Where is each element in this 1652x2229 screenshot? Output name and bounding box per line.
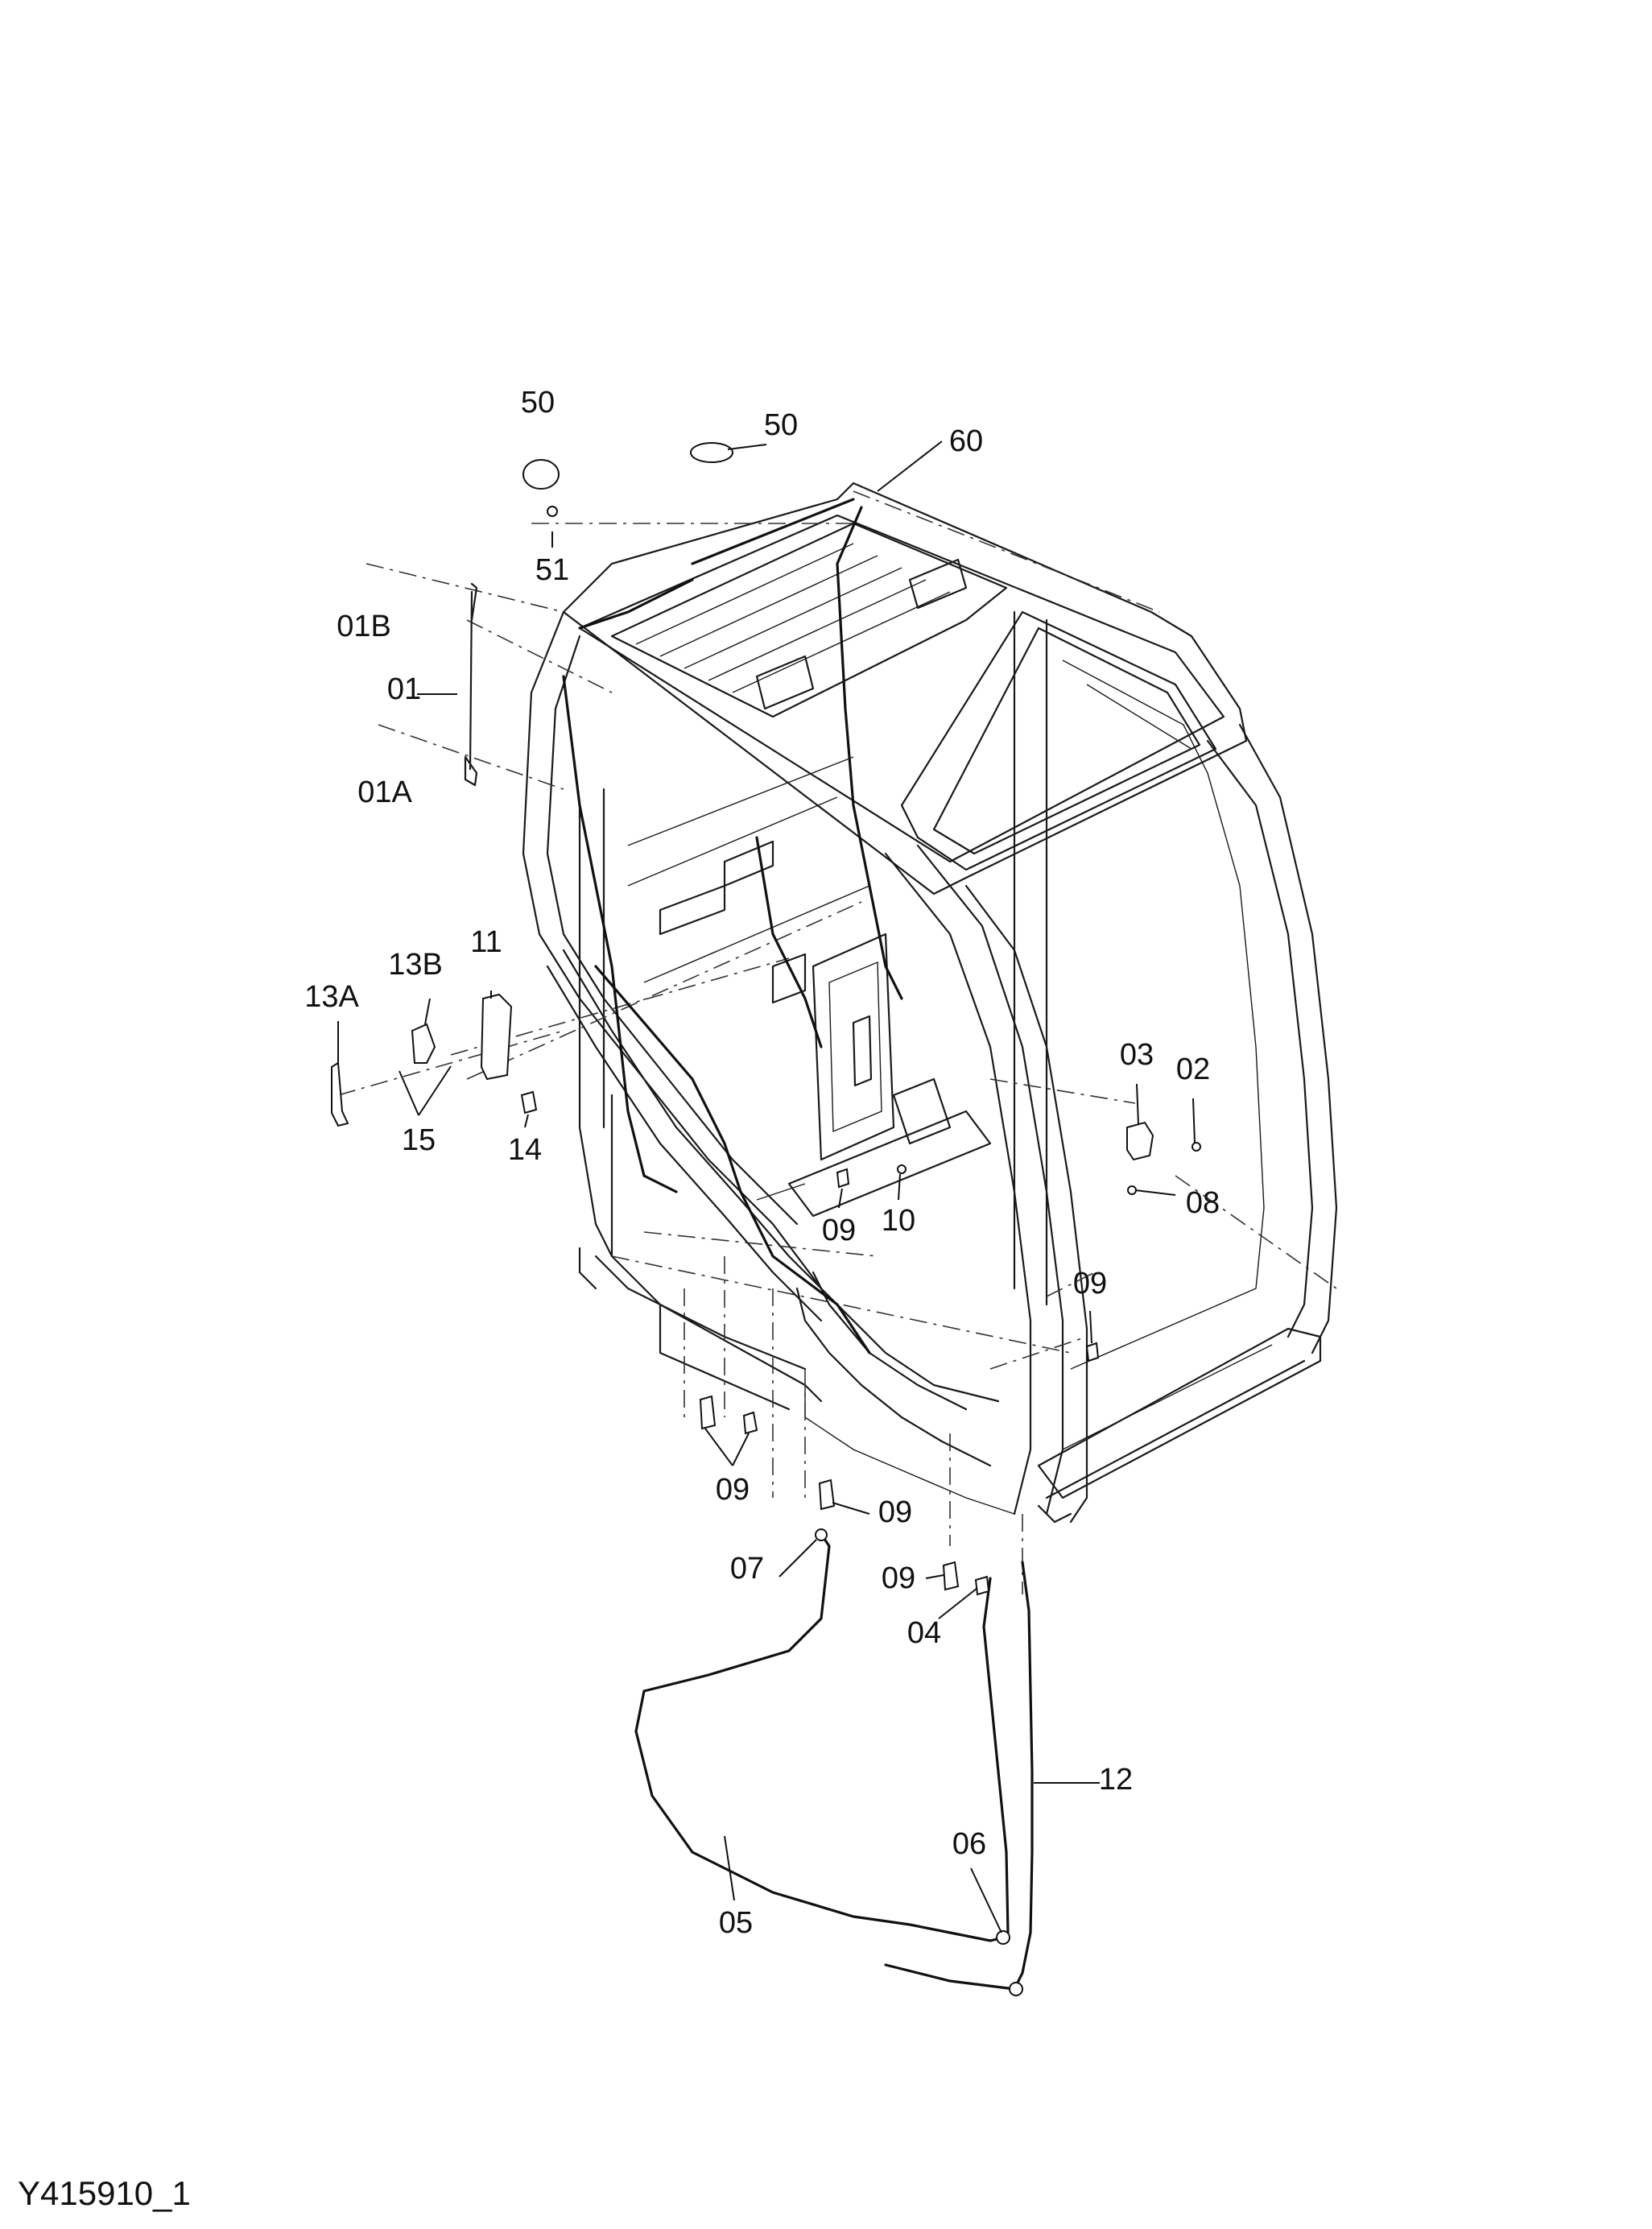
callout-c05: 05 [719,1906,753,1940]
cable-end-06 [996,1930,1010,1945]
callout-c01: 01 [387,672,421,706]
bracket-13B [411,1023,436,1064]
callout-c01B: 01B [337,610,391,643]
clip-09-d [742,1411,758,1435]
callout-c09a: 09 [822,1214,856,1247]
callout-c10: 10 [882,1204,915,1238]
leader-lines [337,440,1196,1933]
callout-c04: 04 [907,1616,941,1650]
housing-11 [480,993,513,1081]
callout-c14: 14 [508,1133,542,1167]
drawing-code: Y415910_1 [18,2174,191,2212]
callout-c08: 08 [1186,1186,1220,1220]
callout-c11: 11 [470,925,502,959]
callout-c09e: 09 [882,1561,915,1595]
callout-c13A: 13A [304,980,359,1014]
callout-c51: 51 [535,553,569,587]
callout-labels: 50 50 60 51 01B 01 01A 11 13B 13A 15 14 03 02 08 09 10 09… [304,386,1220,1940]
o-ring-50-left [522,459,560,490]
clip-09-a [836,1168,850,1189]
o-ring-50-right [690,442,733,463]
bolt-10 [897,1164,907,1174]
rod-01 [469,590,473,771]
screw-08 [1127,1185,1137,1195]
callout-c07: 07 [730,1552,764,1586]
handle-13A [331,1061,349,1127]
clip-09-e [818,1478,836,1511]
callout-c01A: 01A [357,775,412,809]
clip-09-b [1085,1342,1100,1363]
latch-03 [1126,1121,1154,1161]
callout-c13B: 13B [388,948,443,982]
clip-09-c [699,1395,717,1430]
bolt-02 [1192,1142,1201,1152]
nut-51 [547,506,558,517]
cable-end-07 [815,1528,828,1541]
clip-04 [974,1575,990,1596]
callout-c50a: 50 [521,386,555,420]
small-parts [331,442,1201,1996]
callout-c09c: 09 [716,1473,750,1507]
callout-c12: 12 [1099,1763,1133,1797]
clip-14 [520,1090,538,1114]
callout-c60: 60 [949,424,983,458]
cable-end-12 [1009,1982,1023,1996]
callout-c09b: 09 [1073,1267,1107,1301]
callout-c03: 03 [1120,1038,1154,1072]
callout-c06: 06 [952,1827,986,1861]
callout-c02: 02 [1176,1052,1210,1086]
callout-c09d: 09 [878,1495,912,1529]
cab-frame [522,482,1338,1524]
cable-harness [562,498,1034,1991]
callout-c50b: 50 [764,408,798,442]
callout-c15: 15 [402,1123,436,1157]
clip-09-f [942,1561,960,1591]
